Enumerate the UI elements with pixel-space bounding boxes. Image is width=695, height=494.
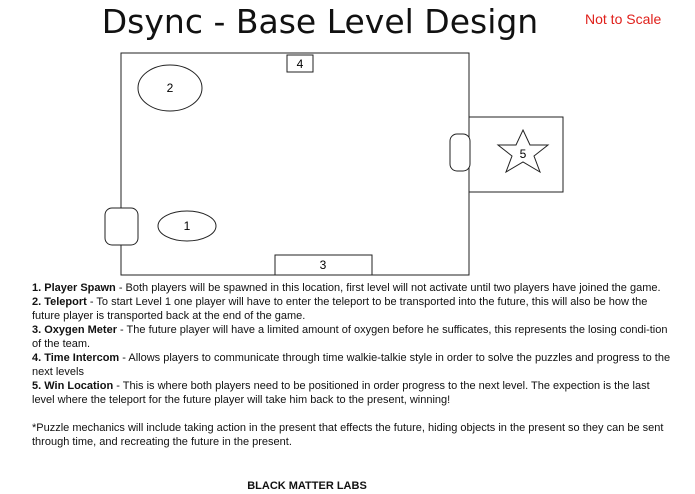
footer-credit: BLACK MATTER LABS [247,480,367,492]
zone-4-box [286,54,314,73]
zone-4-label: 4 [297,57,304,71]
zone-5-label: 5 [520,147,527,161]
legend-item-5: 5. Win Location - This is where both pla… [32,380,650,406]
footnote: *Puzzle mechanics will include taking ac… [32,422,664,448]
legend: 1. Player Spawn - Both players will be s… [32,281,672,449]
legend-item-1: 1. Player Spawn - Both players will be s… [32,282,661,294]
zone-2-ellipse [137,64,203,112]
level-layout-diagram: 2 1 4 3 5 [104,52,564,276]
legend-item-4: 4. Time Intercom - Allows players to com… [32,352,671,378]
page-title: Dsync - Base Level Design [101,2,539,41]
zone-3-label: 3 [320,258,327,272]
scale-note: Not to Scale [585,11,662,27]
side-room [468,116,564,193]
legend-item-2: 2. Teleport - To start Level 1 one playe… [32,296,648,322]
star-icon [496,128,550,174]
legend-item-3: 3. Oxygen Meter - The future player will… [32,324,668,350]
door-left [104,207,139,246]
zone-2-label: 2 [167,81,174,95]
zone-1-ellipse [157,210,217,242]
zone-1-label: 1 [184,219,191,233]
door-right [449,133,471,172]
zone-3-box [274,254,373,276]
